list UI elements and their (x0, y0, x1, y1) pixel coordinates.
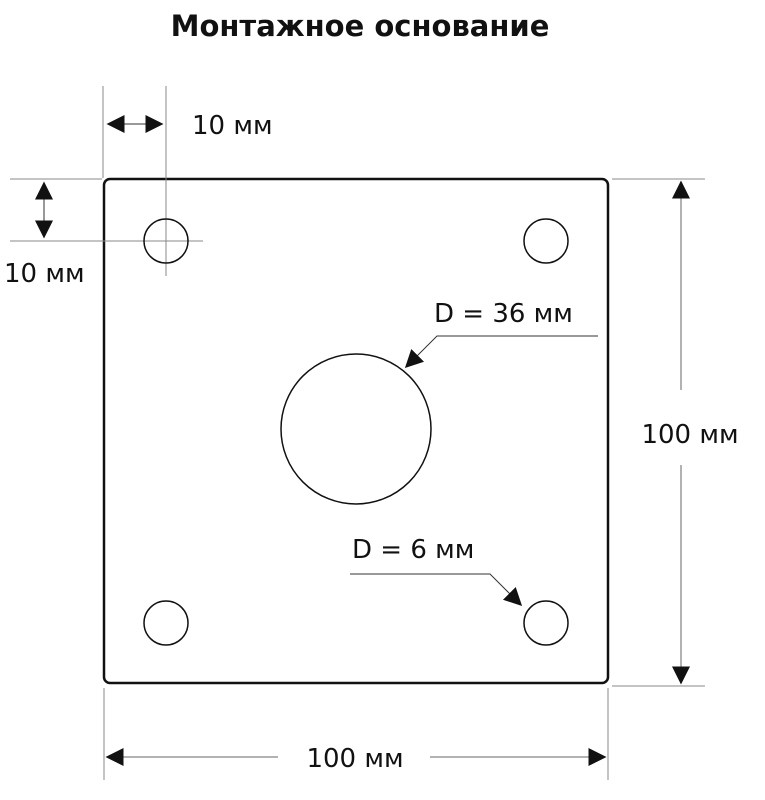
mount-hole-bottom-left (143, 600, 189, 646)
center-hole-leader (404, 335, 598, 369)
mount-hole-diameter-label: D = 6 мм (352, 535, 474, 565)
offset-x-label: 10 мм (192, 111, 273, 141)
mount-hole-top-left (143, 218, 189, 264)
center-hole (280, 353, 432, 505)
center-hole-diameter-label: D = 36 мм (434, 299, 573, 329)
offset-y-label: 10 мм (4, 259, 85, 289)
mount-hole-bottom-right (523, 600, 569, 646)
plate-outline (102, 177, 610, 685)
mount-hole-leader (350, 573, 523, 607)
mount-hole-top-right (523, 218, 569, 264)
plate-height-label: 100 мм (641, 420, 738, 450)
drawing-title: Монтажное основание (171, 9, 550, 43)
plate-width-label: 100 мм (306, 744, 403, 774)
